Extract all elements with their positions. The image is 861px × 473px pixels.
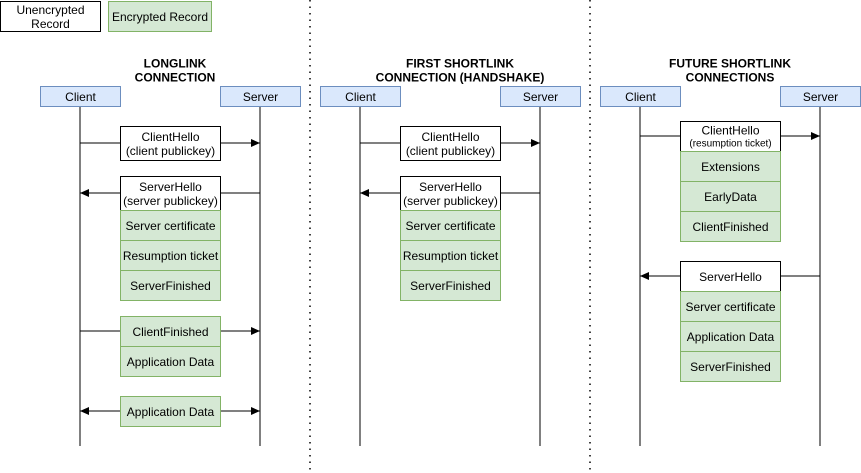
record-label: Resumption ticket	[123, 249, 219, 263]
record-label: ClientFinished	[692, 220, 768, 234]
encrypted-record-box	[680, 291, 781, 322]
encrypted-record-box	[680, 351, 781, 382]
message-to-server: ClientHello(client publickey)	[80, 126, 260, 161]
record-label-group: ClientHello (resumption ticket)	[689, 123, 771, 149]
encrypted-record-box	[400, 210, 501, 241]
encrypted-record-box	[680, 181, 781, 212]
record-label: Application Data	[127, 355, 215, 369]
server-label: Server	[803, 90, 838, 104]
record-label: Application Data	[127, 405, 215, 419]
legend-encrypted-label: Encrypted Record	[112, 10, 208, 24]
record-label: ServerHello	[699, 270, 762, 284]
record-label: Application Data	[687, 330, 775, 344]
message-to-client: ServerHello(server publickey) Server cert…	[360, 176, 540, 301]
client-label: Client	[65, 90, 96, 104]
unencrypted-record-box	[120, 126, 221, 161]
record-label: ClientHello(client publickey)	[406, 130, 495, 158]
unencrypted-record-box	[400, 176, 501, 211]
encrypted-record-box	[120, 346, 221, 377]
record-label: Server certificate	[405, 219, 495, 233]
encrypted-record-box	[120, 270, 221, 301]
server-header	[500, 86, 581, 107]
client-label: Client	[345, 90, 376, 104]
record-sublabel: (resumption ticket)	[689, 139, 771, 150]
encrypted-record-box	[400, 240, 501, 271]
record-label: ServerHello(server publickey)	[403, 180, 498, 208]
encrypted-record-box	[680, 211, 781, 242]
encrypted-record-box	[120, 396, 221, 427]
record-label: Resumption ticket	[403, 249, 499, 263]
record-label: EarlyData	[704, 190, 757, 204]
unencrypted-record-box	[680, 261, 781, 292]
client-label: Client	[625, 90, 656, 104]
record-label: ServerFinished	[130, 279, 211, 293]
record-label: ClientHello	[701, 123, 759, 137]
record-label: ClientFinished	[132, 325, 208, 339]
record-label: Server certificate	[125, 219, 215, 233]
client-header	[320, 86, 401, 107]
message-to-client: ServerHello(server publickey) Server cert…	[80, 176, 260, 301]
record-label: ServerFinished	[410, 279, 491, 293]
message-to-server: ClientHello(client publickey)	[360, 126, 540, 161]
record-label: Server certificate	[685, 300, 775, 314]
record-label: ClientHello(client publickey)	[126, 130, 215, 158]
record-label: ServerHello(server publickey)	[123, 180, 218, 208]
server-label: Server	[523, 90, 558, 104]
record-label: Extensions	[701, 160, 760, 174]
message-to-server: ClientHello (resumption ticket) Extensions…	[640, 121, 820, 242]
record-label: ServerFinished	[690, 360, 771, 374]
legend-encrypted-swatch	[108, 1, 212, 32]
encrypted-record-box	[120, 210, 221, 241]
server-label: Server	[243, 90, 278, 104]
unencrypted-record-box	[400, 126, 501, 161]
encrypted-record-box	[120, 240, 221, 271]
encrypted-record-box	[400, 270, 501, 301]
server-header	[220, 86, 301, 107]
encrypted-record-box	[120, 316, 221, 347]
unencrypted-record-box	[680, 121, 781, 152]
legend-unencrypted-swatch	[0, 1, 101, 32]
client-header	[600, 86, 681, 107]
encrypted-record-box	[680, 151, 781, 182]
message-both: Application Data	[80, 396, 260, 427]
section-separators	[309, 0, 591, 473]
client-header	[40, 86, 121, 107]
